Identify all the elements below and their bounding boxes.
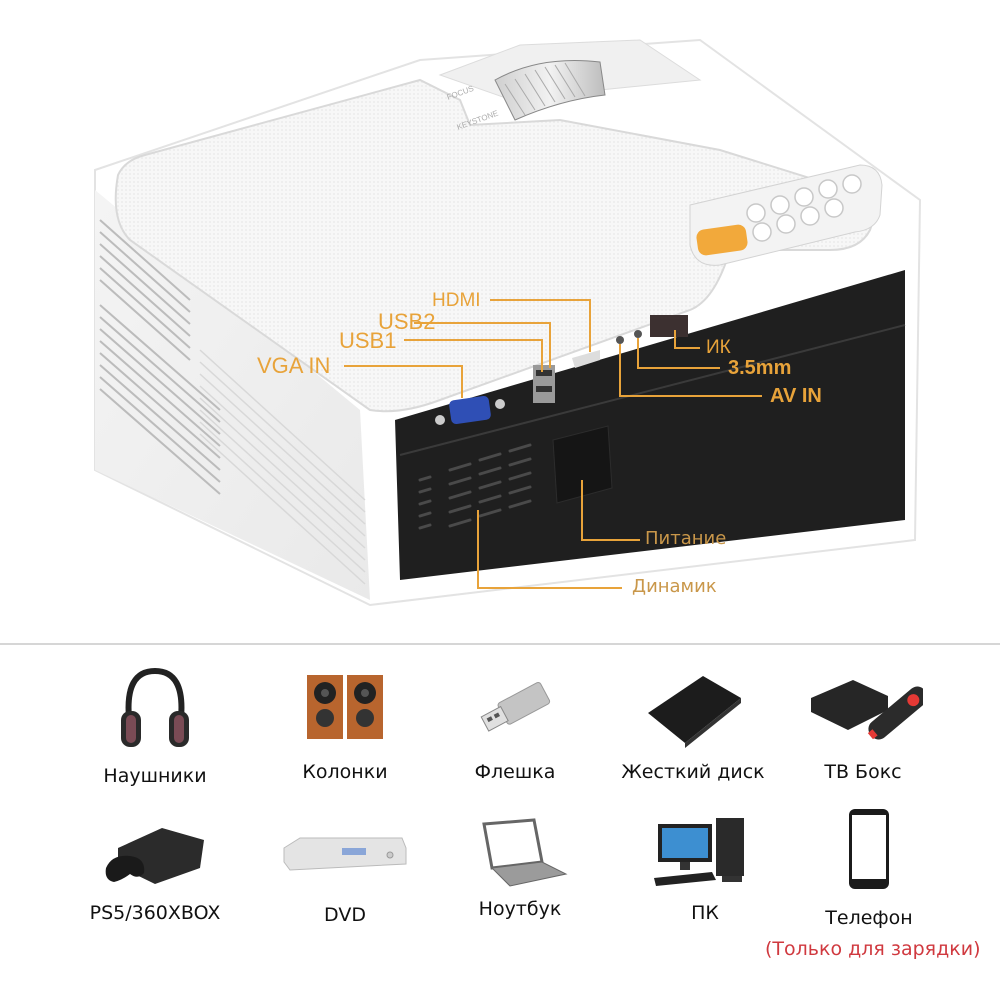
device-hard-drive: Жесткий диск: [598, 660, 788, 783]
device-speakers: Колонки: [250, 660, 440, 783]
smartphone-icon: [774, 805, 964, 893]
tv-box-icon: [768, 660, 958, 755]
label-audio-3-5mm: 3.5mm: [728, 357, 792, 379]
laptop-icon: [425, 815, 615, 890]
label-usb2: USB2: [378, 309, 436, 334]
device-usb-flash: Флешка: [420, 660, 610, 783]
speakers-icon: [250, 660, 440, 755]
device-headphones: Наушники: [60, 660, 250, 787]
device-dvd-player: DVD: [250, 815, 440, 926]
label-vga-in: VGA IN: [257, 353, 331, 378]
device-label: ПК: [691, 902, 719, 924]
device-game-console: PS5/360XBOX: [60, 815, 250, 924]
label-av-in: AV IN: [770, 385, 822, 407]
phone-charging-note: (Только для зарядки): [765, 938, 981, 960]
device-tv-box: ТВ Бокс: [768, 660, 958, 783]
device-label: Жесткий диск: [621, 761, 765, 783]
headphones-icon: [60, 660, 250, 755]
device-label: DVD: [324, 904, 366, 926]
speaker-grille: [418, 443, 532, 530]
power-socket: [552, 425, 613, 504]
dvd-player-icon: [250, 815, 440, 890]
label-power: Питание: [645, 528, 727, 549]
side-vent-panel: [95, 190, 370, 600]
device-smartphone: Телефон: [774, 805, 964, 929]
game-console-icon: [60, 815, 250, 890]
device-label: Ноутбук: [478, 898, 562, 920]
device-label: PS5/360XBOX: [89, 902, 221, 924]
device-label: Флешка: [474, 761, 556, 783]
hdmi-port: [572, 350, 600, 368]
vga-port: [435, 395, 505, 425]
device-label: Наушники: [103, 765, 207, 787]
device-label: ТВ Бокс: [824, 761, 902, 783]
label-hdmi: HDMI: [432, 290, 481, 311]
desktop-pc-icon: [610, 815, 800, 890]
device-label: Колонки: [302, 761, 388, 783]
label-usb1: USB1: [339, 328, 397, 353]
device-label: Телефон: [825, 907, 913, 929]
audio-jack: [634, 330, 642, 338]
section-divider: [0, 643, 1000, 645]
projector-illustration: FOCUS KEYSTONE: [94, 38, 922, 607]
device-desktop-pc: ПК: [610, 815, 800, 924]
focus-wheel: [494, 60, 606, 121]
hard-drive-icon: [598, 660, 788, 755]
device-laptop: Ноутбук: [425, 815, 615, 920]
power-key: [696, 224, 748, 256]
av-in-jack: [616, 336, 624, 344]
ir-window: [650, 315, 688, 337]
usb-flash-icon: [420, 660, 610, 755]
label-ir: ИК: [706, 337, 731, 358]
label-speaker: Динамик: [632, 576, 717, 597]
top-surface: [114, 78, 882, 413]
